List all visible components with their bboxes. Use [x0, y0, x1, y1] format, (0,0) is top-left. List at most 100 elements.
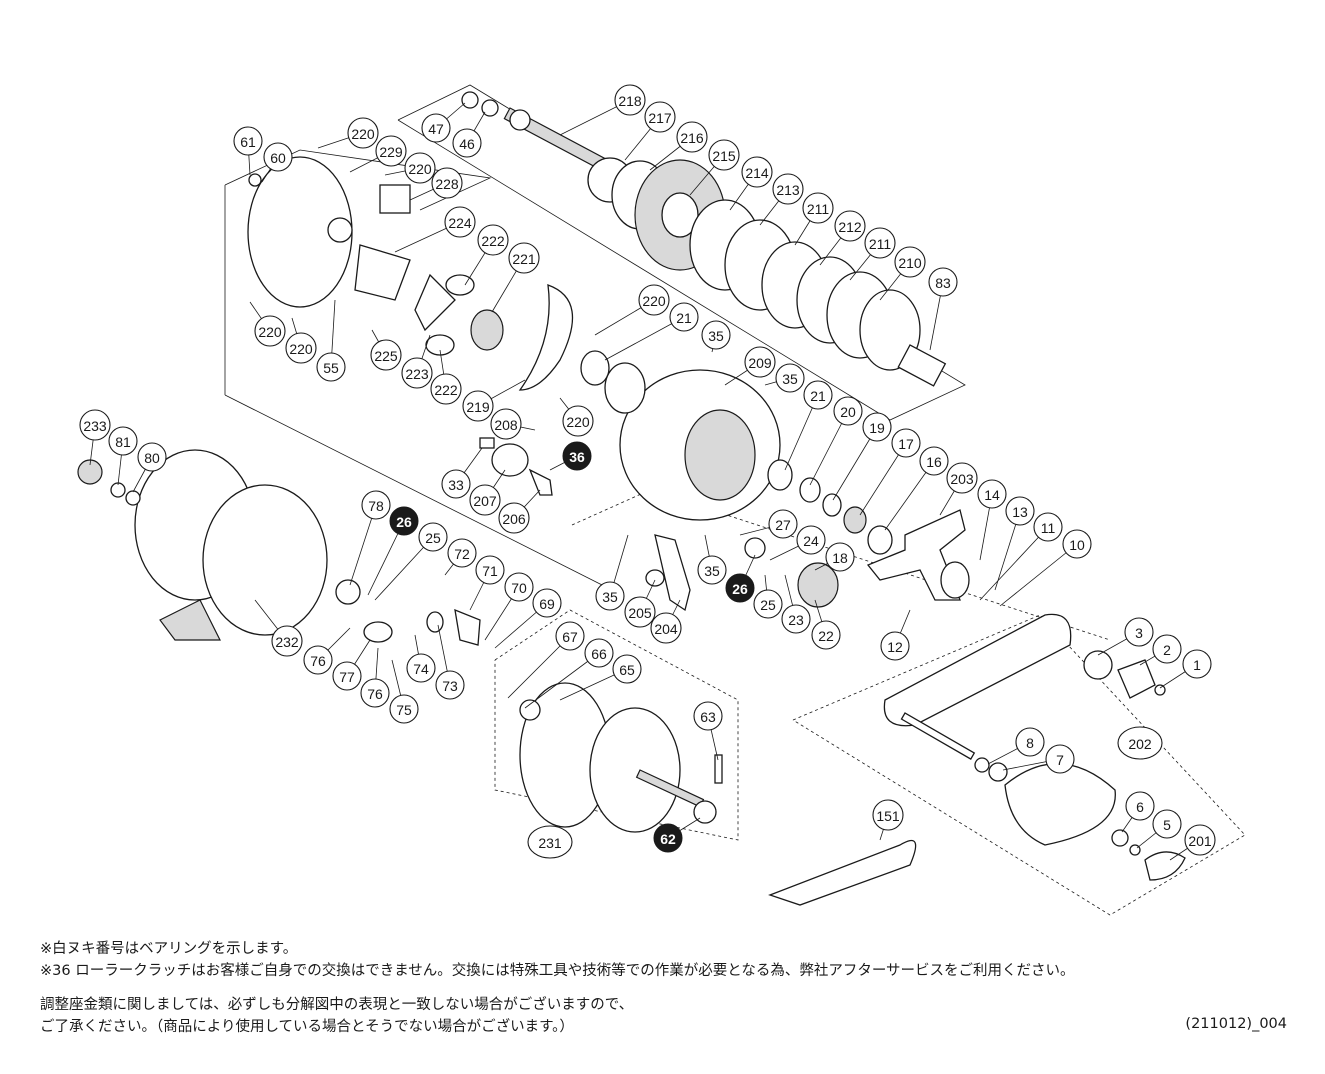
callout-number: 26 [732, 581, 748, 597]
callout-5: 5 [1152, 809, 1182, 839]
callout-221: 221 [508, 242, 540, 274]
clutch-parts [479, 437, 839, 612]
callout-leader-line [979, 526, 1049, 601]
callout-circle [612, 654, 642, 684]
callout-number: 219 [466, 399, 490, 415]
callout-circle [347, 117, 379, 149]
callout-number: 217 [648, 110, 672, 126]
callout-number: 207 [473, 493, 497, 509]
callout-circle [389, 694, 419, 724]
callout-21: 21 [669, 302, 699, 332]
callout-222: 222 [477, 224, 509, 256]
callout-14: 14 [977, 479, 1007, 509]
callout-circle [1117, 726, 1163, 760]
callout-202: 202 [1117, 726, 1163, 760]
callout-224: 224 [444, 206, 476, 238]
callout-number: 81 [115, 434, 131, 450]
callout-213: 213 [772, 173, 804, 205]
callout-220: 220 [285, 332, 317, 364]
callout-number: 228 [435, 176, 459, 192]
callout-leader-line [507, 635, 571, 699]
callout-23: 23 [781, 604, 811, 634]
callout-number: 220 [566, 414, 590, 430]
callout-17: 17 [891, 428, 921, 458]
callout-circle [1184, 824, 1216, 856]
callout-number: 218 [618, 93, 642, 109]
callout-circle [375, 135, 407, 167]
callout-number: 55 [323, 360, 339, 376]
callout-number: 17 [898, 436, 914, 452]
callout-circle [650, 612, 682, 644]
callout-number: 222 [434, 382, 458, 398]
callout-number: 201 [1188, 833, 1212, 849]
callout-number: 214 [745, 165, 769, 181]
callout-circle [697, 555, 727, 585]
callout-circle [919, 446, 949, 476]
callout-70: 70 [504, 572, 534, 602]
callout-number: 202 [1128, 736, 1152, 752]
callout-circle [796, 525, 826, 555]
callout-number: 1 [1193, 657, 1201, 673]
callout-number: 213 [776, 182, 800, 198]
callout-circle [825, 542, 855, 572]
notes-section: ※白ヌキ番号はベアリングを示します。 ※36 ローラークラッチはお客様ご自身での… [40, 938, 1300, 1038]
callout-number: 73 [442, 678, 458, 694]
callout-circle [1033, 512, 1063, 542]
callout-number: 231 [538, 835, 562, 851]
callout-number: 74 [413, 661, 429, 677]
callout-number: 76 [310, 653, 326, 669]
note-roller-clutch: ※36 ローラークラッチはお客様ご自身での交換はできません。交換には特殊工具や技… [40, 963, 1075, 979]
callout-circle [862, 412, 892, 442]
callout-232: 232 [271, 625, 303, 657]
callout-220: 220 [562, 405, 594, 437]
callout-circle [676, 121, 708, 153]
callout-81: 81 [108, 426, 138, 456]
callout-number: 19 [869, 420, 885, 436]
callout-205: 205 [624, 596, 656, 628]
callout-number: 12 [887, 639, 903, 655]
callout-number: 203 [950, 471, 974, 487]
callout-number: 3 [1135, 625, 1143, 641]
callout-number: 61 [240, 134, 256, 150]
callout-218: 218 [614, 84, 646, 116]
callout-number: 5 [1163, 817, 1171, 833]
callout-circle [435, 670, 465, 700]
callout-circle [872, 799, 904, 831]
callout-26: 26 [725, 573, 755, 603]
callout-67: 67 [555, 621, 585, 651]
callout-16: 16 [919, 446, 949, 476]
handle [768, 613, 1186, 906]
exploded-parts-diagram: 2182172162152142132112122112108347466160… [77, 84, 1246, 916]
callout-36: 36 [562, 441, 592, 471]
callout-number: 10 [1069, 537, 1085, 553]
callout-circle [475, 555, 505, 585]
callout-203: 203 [946, 462, 978, 494]
callout-circle [693, 701, 723, 731]
callout-212: 212 [834, 210, 866, 242]
callout-circle [469, 484, 501, 516]
callout-circle [894, 246, 926, 278]
note-shims: 調整座金類に関しましては、必ずしも分解図中の表現と一致しない場合がございますので… [40, 997, 634, 1013]
callout-222: 222 [430, 373, 462, 405]
callout-2: 2 [1152, 634, 1182, 664]
callout-73: 73 [435, 670, 465, 700]
callout-number: 62 [660, 831, 676, 847]
callout-211: 211 [802, 192, 834, 224]
callout-number: 20 [840, 404, 856, 420]
callout-circle [1062, 529, 1092, 559]
callout-circle [669, 302, 699, 332]
callout-number: 209 [748, 355, 772, 371]
frame-left [77, 449, 481, 646]
callout-circle [781, 604, 811, 634]
callout-225: 225 [370, 339, 402, 371]
callout-207: 207 [469, 484, 501, 516]
callout-27: 27 [768, 509, 798, 539]
callout-71: 71 [475, 555, 505, 585]
callout-1: 1 [1182, 649, 1212, 679]
callout-number: 233 [83, 418, 107, 434]
callout-circle [624, 596, 656, 628]
callout-circle [418, 522, 448, 552]
callout-number: 6 [1136, 799, 1144, 815]
callout-25: 25 [753, 589, 783, 619]
callout-number: 35 [602, 589, 618, 605]
